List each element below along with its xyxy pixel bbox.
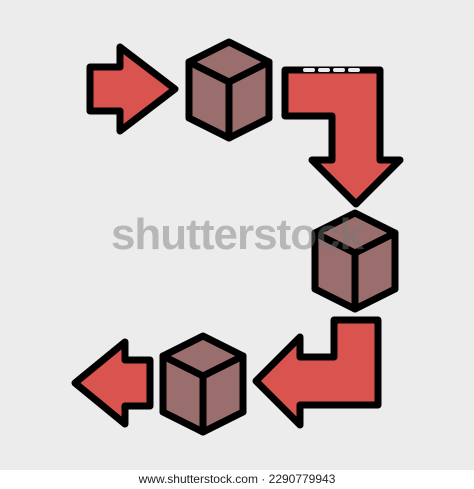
box-icon bbox=[185, 38, 273, 142]
left-arrow-icon bbox=[252, 316, 382, 429]
left-arrow-icon bbox=[71, 338, 154, 428]
box-icon bbox=[159, 332, 247, 436]
right-arrow-icon bbox=[86, 43, 179, 135]
footer-text: www.shutterstock.com · 2290779943 bbox=[138, 472, 336, 486]
box-icon bbox=[311, 209, 399, 313]
workflow-illustration bbox=[71, 38, 404, 436]
down-arrow-icon bbox=[281, 66, 404, 208]
footer-bar: www.shutterstock.com · 2290779943 bbox=[0, 470, 474, 489]
